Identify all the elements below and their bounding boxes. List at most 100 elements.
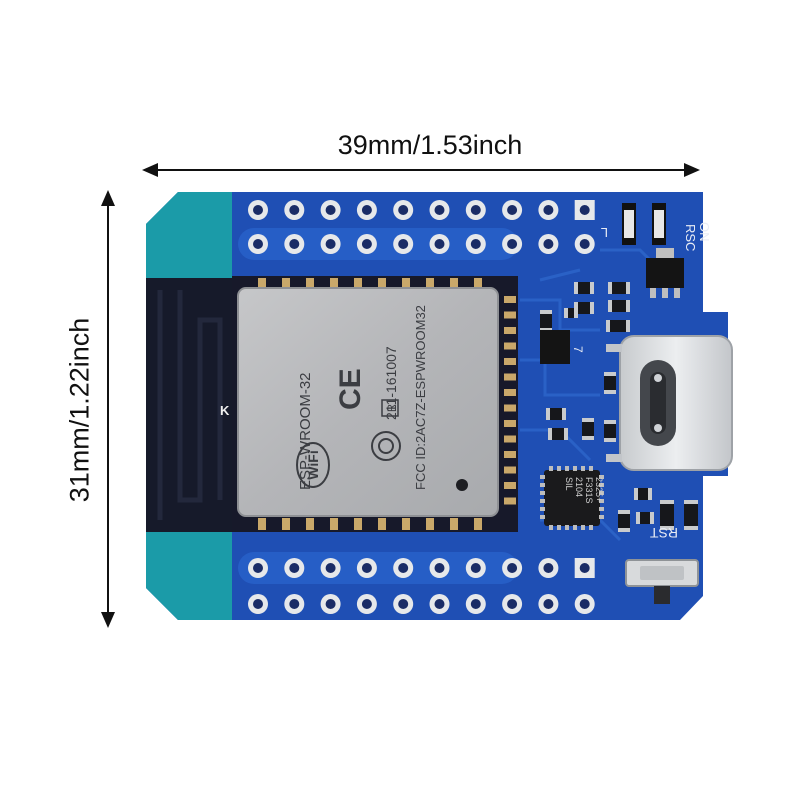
smd-component bbox=[548, 428, 568, 440]
castellation-pad bbox=[330, 518, 338, 530]
castellation-pad bbox=[504, 373, 516, 381]
castellation-pad bbox=[330, 278, 338, 288]
header-pin bbox=[284, 594, 305, 614]
castellation-pad bbox=[504, 466, 516, 474]
width-dimension-arrow bbox=[142, 163, 700, 177]
header-pin bbox=[320, 594, 341, 614]
header-pin bbox=[429, 200, 450, 220]
header-pin bbox=[320, 558, 341, 578]
castellation-pad bbox=[504, 420, 516, 427]
height-dimension-arrow bbox=[101, 190, 115, 628]
header-pin bbox=[465, 200, 486, 220]
castellation-pad bbox=[354, 518, 362, 530]
fcc-logo bbox=[371, 431, 401, 461]
module-code-text: 211-161007 bbox=[383, 346, 399, 420]
header-pin bbox=[393, 200, 414, 220]
header-pin bbox=[538, 594, 559, 614]
chip-marking-2: 2104 bbox=[574, 477, 584, 497]
module-shield bbox=[237, 287, 499, 517]
smd-component bbox=[608, 282, 630, 294]
usb-c-connector bbox=[606, 335, 733, 471]
header-pin bbox=[538, 558, 559, 578]
smd-component bbox=[606, 320, 630, 332]
smd-component bbox=[582, 418, 594, 440]
header-pin bbox=[465, 234, 486, 254]
antenna-trace bbox=[157, 290, 223, 520]
header-pin bbox=[538, 234, 559, 254]
header-pin bbox=[502, 200, 523, 220]
castellation-pad bbox=[258, 278, 266, 288]
header-pin bbox=[320, 234, 341, 254]
antenna-area bbox=[146, 192, 232, 278]
castellation-pad bbox=[402, 278, 410, 288]
silkscreen-rst: RST bbox=[650, 525, 678, 541]
smd-component bbox=[636, 512, 654, 524]
usb-uart-chip: SIL 2104 F331S 2325+ bbox=[540, 466, 604, 530]
smd-component bbox=[540, 310, 552, 332]
header-pin bbox=[502, 234, 523, 254]
header-pin bbox=[248, 234, 268, 254]
castellation-pad bbox=[306, 278, 314, 288]
smd-component bbox=[604, 372, 616, 394]
header-pin bbox=[393, 234, 414, 254]
header-pin bbox=[248, 594, 268, 614]
header-pin bbox=[356, 200, 377, 220]
header-pin bbox=[574, 234, 595, 254]
header-pin bbox=[248, 558, 268, 578]
header-pin bbox=[248, 200, 268, 220]
castellation-pad bbox=[504, 358, 516, 365]
header-pin bbox=[465, 594, 486, 614]
header-pin bbox=[574, 200, 595, 220]
smd-component bbox=[546, 408, 566, 420]
module-model-text: ESP-WROOM-32 bbox=[297, 372, 314, 490]
header-pin bbox=[284, 200, 305, 220]
silkscreen-l: L bbox=[601, 225, 608, 240]
castellation-pad bbox=[258, 518, 266, 530]
silkscreen-7: 7 bbox=[571, 346, 585, 353]
module-pin1-dot bbox=[456, 479, 468, 491]
ce-mark: CE bbox=[334, 368, 367, 410]
castellation-pad bbox=[504, 497, 516, 505]
header-pin bbox=[356, 558, 377, 578]
chip-marking-1: SIL bbox=[564, 477, 574, 491]
module-castellations bbox=[258, 278, 516, 530]
castellation-pad bbox=[474, 518, 482, 530]
castellation-pad bbox=[402, 518, 410, 530]
smd-component bbox=[608, 300, 630, 312]
castellation-pad bbox=[426, 518, 434, 530]
castellation-pad bbox=[474, 278, 482, 288]
small-ic: 7 bbox=[540, 330, 585, 364]
header-pin bbox=[502, 594, 523, 614]
module-markings: ESP-WROOM-32 211-161007 FCC ID:2AC7Z-ESP… bbox=[297, 305, 428, 490]
antenna-marker: K bbox=[220, 403, 230, 418]
castellation-pad bbox=[450, 518, 458, 530]
smd-component bbox=[574, 282, 594, 294]
smd-component bbox=[618, 510, 630, 532]
wifi-logo: WiFi bbox=[296, 442, 330, 488]
smd-component bbox=[564, 308, 578, 318]
width-dimension-label: 39mm/1.53inch bbox=[337, 130, 523, 160]
header-pin bbox=[574, 594, 595, 614]
header-pins bbox=[248, 200, 595, 614]
fcc-id-text: FCC ID:2AC7Z-ESPWROOM32 bbox=[413, 305, 428, 490]
header-pin bbox=[429, 234, 450, 254]
header-pin bbox=[465, 558, 486, 578]
reset-button bbox=[625, 559, 699, 604]
header-pin bbox=[574, 558, 595, 578]
header-pin bbox=[393, 594, 414, 614]
silkscreen-rsc: RSC bbox=[683, 224, 698, 251]
header-pin bbox=[502, 558, 523, 578]
castellation-pad bbox=[504, 311, 516, 319]
castellation-pad bbox=[450, 278, 458, 288]
castellation-pad bbox=[354, 278, 362, 288]
castellation-pad bbox=[426, 278, 434, 288]
status-leds bbox=[622, 203, 666, 245]
smd-component bbox=[634, 488, 652, 500]
header-pin bbox=[320, 200, 341, 220]
castellation-pad bbox=[504, 342, 516, 350]
silkscreen-on: ON bbox=[697, 222, 712, 242]
castellation-pad bbox=[504, 389, 516, 396]
header-pin bbox=[429, 558, 450, 578]
passive-components bbox=[540, 282, 698, 532]
